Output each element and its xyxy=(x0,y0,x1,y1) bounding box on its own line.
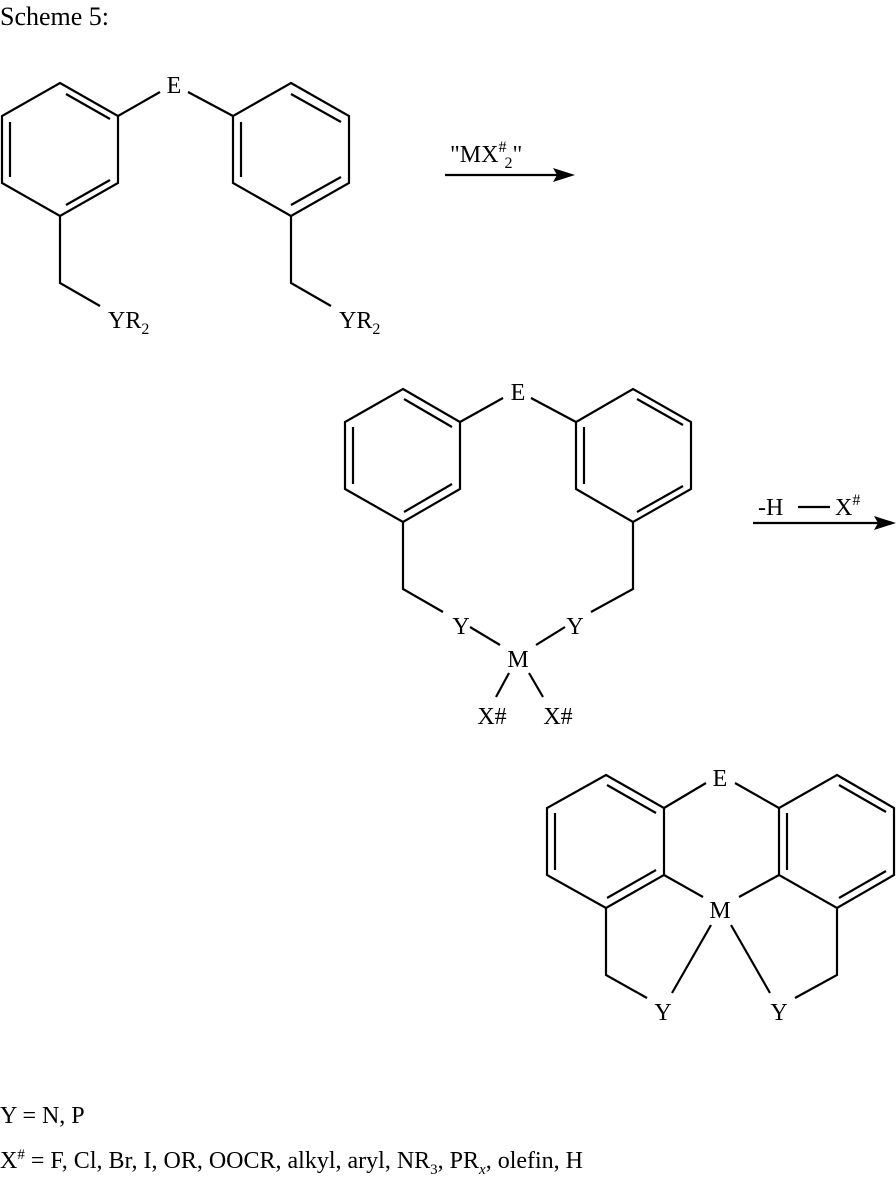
donor-y-left: Y xyxy=(452,614,469,640)
donor-y-left: Y xyxy=(654,1000,671,1026)
donor-y-right: Y xyxy=(566,614,583,640)
yr2-right-label: YR xyxy=(339,308,372,334)
ligand-x-left: X# xyxy=(477,704,506,730)
structure-1-ligand: E YR2 YR2 xyxy=(0,73,380,338)
ligand-x-right: X# xyxy=(543,704,572,730)
bridge-e-label: E xyxy=(511,380,526,406)
metal-m-label: M xyxy=(709,898,730,924)
svg-text:YR2: YR2 xyxy=(339,308,380,338)
bridge-e-label: E xyxy=(713,766,728,792)
structure-2-complex: E Y Y M X# X# xyxy=(343,380,693,730)
scheme-title: Scheme 5: xyxy=(0,2,110,31)
legend-x-definition: X# = F, Cl, Br, I, OR, OOCR, alkyl, aryl… xyxy=(0,1147,584,1178)
structure-3-pincer-complex: E M Y Y xyxy=(545,766,896,1026)
arrow-1-reagent: "MX#2" xyxy=(450,139,522,172)
reaction-arrow-2: -H X# xyxy=(753,492,896,530)
svg-text:X#: X# xyxy=(835,492,860,521)
bridge-e-label: E xyxy=(167,73,182,99)
yr2-left-label: YR xyxy=(108,308,141,334)
donor-y-right: Y xyxy=(770,1000,787,1026)
arrow-2-reagent: -H xyxy=(758,495,783,521)
svg-text:YR2: YR2 xyxy=(108,308,149,338)
reaction-arrow-1: "MX#2" xyxy=(445,139,575,182)
legend-y-definition: Y = N, P xyxy=(0,1103,85,1129)
metal-m-label: M xyxy=(507,647,528,673)
